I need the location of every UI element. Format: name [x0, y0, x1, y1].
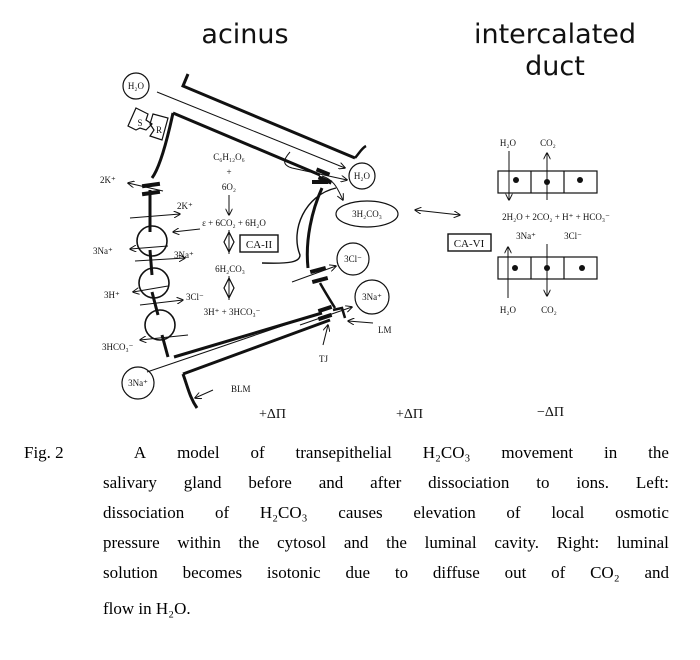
blm-label: BLM — [231, 384, 251, 394]
duct-reaction: 2H₂O + 2CO₂ + H⁺ + HCO₃⁻ — [502, 212, 610, 222]
outer-wall-top — [181, 73, 356, 160]
ca-ii-box — [239, 234, 279, 253]
osmotic-cytosol: +ΔΠ — [259, 407, 286, 422]
lumen-chloride-bubble — [336, 242, 370, 276]
acinus-title: acinus — [201, 19, 289, 50]
receptor-s-label: S — [137, 118, 142, 128]
interstitial-sodium-bubble — [121, 366, 155, 400]
ca-vi-label: CA-VI — [454, 238, 485, 250]
transepithelial-model-diagram: S R H₂O 2K⁺ 2K⁺ 3Na⁺ 3Na⁺ 3H⁺ 3Cl⁻ 3HCO₃… — [93, 72, 610, 422]
figure-caption: Fig. 2 A model of transepithelial H₂CO₃ … — [24, 438, 669, 624]
transporter-na-h — [138, 267, 170, 299]
svg-text:3Na⁺: 3Na⁺ — [128, 378, 148, 388]
caption-line-6: flow in H₂O. — [103, 599, 191, 618]
caption-line-3: dissociation of H₂CO₃ causes elevation o… — [103, 503, 669, 522]
lumen-water-bubble — [348, 162, 376, 190]
respiration-products: ε + 6CO₂ + 6H₂O — [202, 218, 266, 228]
lm-label: LM — [378, 325, 392, 335]
transporter-k-na — [136, 225, 168, 257]
caption-line-1: Fig. 2 A model of transepithelial H₂CO₃ … — [24, 438, 669, 468]
outer-wall-bottom — [182, 318, 331, 376]
svg-text:3Na⁺: 3Na⁺ — [362, 292, 382, 302]
caption-figure-number: Fig. 2 — [24, 443, 64, 462]
duct-top-co2-label: CO₂ — [540, 138, 556, 148]
osmotic-lumen: +ΔΠ — [396, 407, 423, 422]
duct-top-water-label: H₂O — [500, 138, 517, 148]
oxygen-label: 6O₂ — [222, 182, 236, 192]
ca-vi-box — [447, 233, 492, 252]
tj-label: TJ — [319, 354, 328, 364]
osmotic-duct: −ΔΠ — [537, 405, 564, 420]
svg-text:3H₂CO₃: 3H₂CO₃ — [352, 209, 382, 219]
apical-top-membrane — [172, 111, 321, 177]
plus-sign: + — [226, 167, 231, 177]
k-in-label: 2K⁺ — [177, 201, 193, 211]
hco3-out-label: 3HCO₃⁻ — [102, 342, 134, 352]
svg-text:H₂O: H₂O — [354, 171, 371, 181]
na-in-label: 3Na⁺ — [174, 250, 194, 260]
k-out-label: 2K⁺ — [100, 175, 116, 185]
water-bubble — [122, 72, 150, 100]
acinar-cell — [136, 73, 367, 409]
receptor — [127, 107, 169, 141]
luminal-membrane — [305, 187, 324, 269]
duct-bottom-co2-label: CO₂ — [541, 305, 557, 315]
caption-line-4: pressure within the cytosol and the lumi… — [103, 533, 669, 552]
duct-title-line1: intercalated — [473, 19, 637, 50]
caption-line-5: solution becomes isotonic due to diffuse… — [103, 563, 669, 582]
receptor-r-label: R — [156, 125, 162, 135]
duct-title-line2: duct — [525, 51, 585, 82]
carbonic-acid-label: 6H₂CO₃ — [215, 264, 245, 274]
glucose-label: C₆H₁₂O₆ — [213, 152, 245, 162]
dissociation-label: 3H⁺ + 3HCO₃⁻ — [204, 307, 261, 317]
svg-text:H₂O: H₂O — [128, 81, 145, 91]
svg-text:3Cl⁻: 3Cl⁻ — [344, 254, 362, 264]
ca-ii-label: CA-II — [246, 239, 273, 251]
na-out-label: 3Na⁺ — [93, 246, 113, 256]
duct-chloride-label: 3Cl⁻ — [564, 231, 582, 241]
h-out-label: 3H⁺ — [104, 290, 120, 300]
transporter-cl-hco3 — [144, 309, 176, 341]
duct-sodium-label: 3Na⁺ — [516, 231, 536, 241]
duct-bottom-water-label: H₂O — [500, 305, 517, 315]
basolateral-membrane — [150, 112, 175, 179]
cl-in-label: 3Cl⁻ — [186, 292, 204, 302]
lumen-carbonic-acid-bubble — [335, 200, 399, 228]
lumen-sodium-bubble — [354, 279, 390, 315]
caption-line-2: salivary gland before and after dissocia… — [103, 473, 669, 492]
